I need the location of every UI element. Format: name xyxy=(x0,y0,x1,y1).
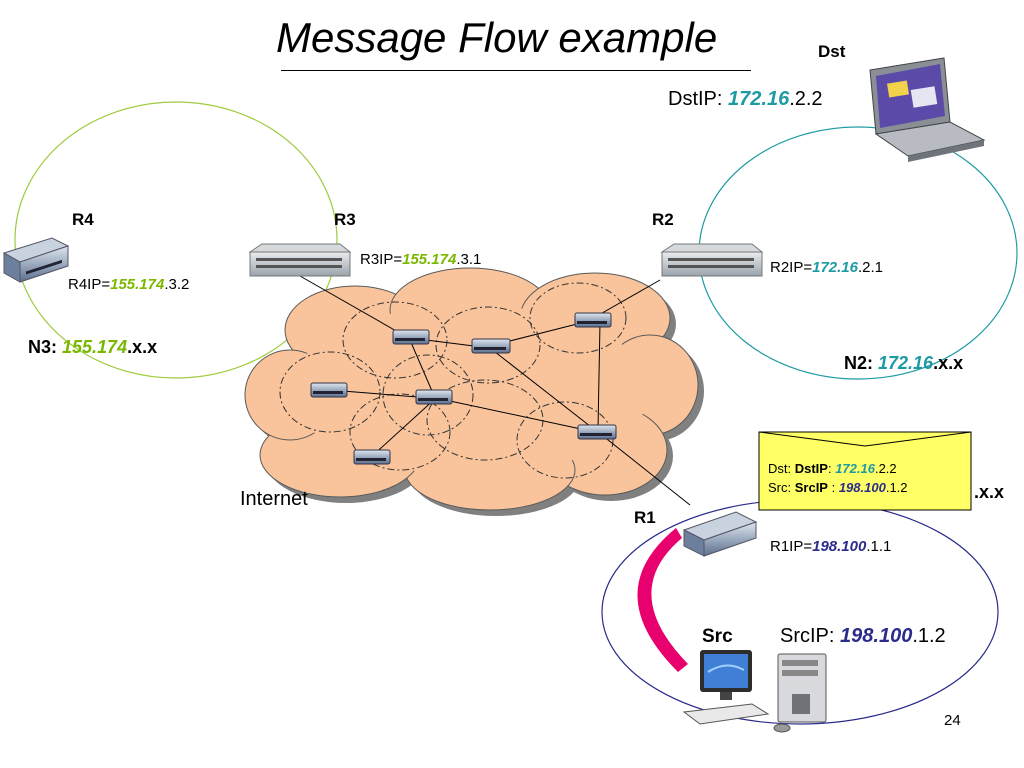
packet-header-text: Dst: DstIP: 172.16.2.2 Src: SrcIP : 198.… xyxy=(768,459,908,497)
r2-label: R2 xyxy=(652,210,674,229)
path-arrow-icon xyxy=(637,528,688,672)
n1-network-label-suffix: .x.x xyxy=(974,482,1005,502)
slide-number: 24 xyxy=(944,712,961,729)
dst-laptop-icon xyxy=(869,57,986,162)
r3-ip: R3IP=155.174.3.1 xyxy=(360,251,482,268)
internal-router xyxy=(353,449,391,465)
n2-network-label: N2: 172.16.x.x xyxy=(844,353,964,373)
internal-router xyxy=(574,312,612,328)
r3-router-icon xyxy=(248,243,352,277)
dst-ip: DstIP: 172.16.2.2 xyxy=(668,88,823,110)
r4-ip: R4IP=155.174.3.2 xyxy=(68,276,190,293)
r1-router-icon xyxy=(682,511,758,557)
r3-label: R3 xyxy=(334,210,356,229)
r4-router-icon xyxy=(2,237,70,283)
packet-dst-line: Dst: DstIP: 172.16.2.2 xyxy=(768,461,897,476)
n3-network-ellipse xyxy=(14,101,338,379)
r2-router-icon xyxy=(660,243,764,277)
src-ip: SrcIP: 198.100.1.2 xyxy=(780,625,946,647)
internet-label: Internet xyxy=(240,488,308,510)
dst-label: Dst xyxy=(818,42,846,61)
internal-router xyxy=(310,382,348,398)
packet-callout-box xyxy=(758,431,972,511)
n3-network-label: N3: 155.174.x.x xyxy=(28,337,158,357)
internal-router xyxy=(415,389,453,405)
r4-label: R4 xyxy=(72,210,94,229)
title-underline xyxy=(281,70,751,71)
internal-router xyxy=(471,338,511,354)
r2-ip: R2IP=172.16.2.1 xyxy=(770,259,884,276)
internal-router xyxy=(577,424,617,440)
internal-router xyxy=(392,329,430,345)
packet-src-line: Src: SrcIP : 198.100.1.2 xyxy=(768,480,908,495)
r1-label: R1 xyxy=(634,508,656,527)
src-computer-icon xyxy=(682,650,827,733)
src-label: Src xyxy=(702,626,733,647)
r1-ip: R1IP=198.100.1.1 xyxy=(770,538,892,555)
slide-title: Message Flow example xyxy=(276,14,718,61)
